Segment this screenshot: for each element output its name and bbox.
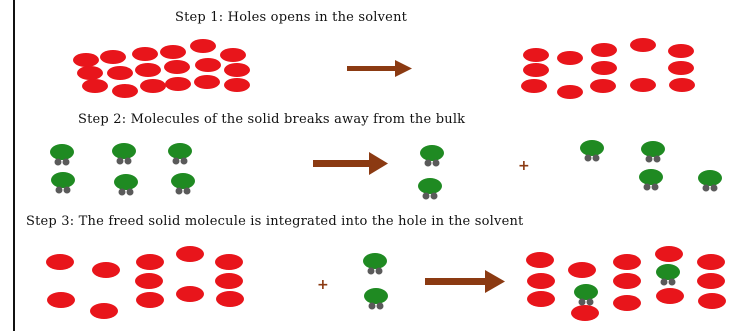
solvent-molecule bbox=[521, 79, 547, 93]
solvent-molecule bbox=[164, 60, 190, 74]
solute-molecule bbox=[112, 143, 136, 165]
step2-freed-molecules bbox=[418, 145, 444, 200]
solute-molecule bbox=[364, 288, 388, 310]
arrow-right-icon bbox=[313, 152, 388, 175]
solute-molecule bbox=[50, 144, 74, 166]
solute-molecule bbox=[363, 253, 387, 275]
left-border bbox=[13, 0, 15, 331]
solute-molecule bbox=[574, 284, 598, 306]
solvent-molecule bbox=[613, 254, 641, 270]
step1-solvent-bulk bbox=[73, 39, 250, 98]
solvent-molecule bbox=[220, 48, 246, 62]
arrow-right-icon bbox=[425, 270, 505, 293]
solvent-molecule bbox=[176, 286, 204, 302]
step2-remaining-bulk bbox=[580, 140, 722, 192]
solvent-molecule bbox=[224, 63, 250, 77]
solvent-molecule bbox=[215, 273, 243, 289]
solute-molecule bbox=[114, 174, 138, 196]
solvent-molecule bbox=[215, 254, 243, 270]
solvent-molecule bbox=[73, 53, 99, 67]
solvent-molecule bbox=[195, 58, 221, 72]
solute-molecule bbox=[641, 141, 665, 163]
solvent-molecule bbox=[613, 295, 641, 311]
solvent-molecule bbox=[216, 291, 244, 307]
plus-icon: + bbox=[518, 158, 530, 174]
solvent-molecule bbox=[568, 262, 596, 278]
solvent-molecule bbox=[591, 61, 617, 75]
solvent-molecule bbox=[697, 273, 725, 289]
solute-molecule bbox=[580, 140, 604, 162]
solvent-molecule bbox=[82, 79, 108, 93]
solvent-molecule bbox=[526, 252, 554, 268]
solvent-molecule bbox=[697, 254, 725, 270]
solvent-molecule bbox=[140, 79, 166, 93]
solvent-molecule bbox=[190, 39, 216, 53]
solvent-molecule bbox=[135, 273, 163, 289]
solvent-molecule bbox=[557, 85, 583, 99]
step3-freed-molecules bbox=[363, 253, 388, 310]
solvent-molecule bbox=[90, 303, 118, 319]
step-2-label: Step 2: Molecules of the solid breaks aw… bbox=[78, 112, 466, 127]
solvent-molecule bbox=[77, 66, 103, 80]
step3-solvent-with-hole bbox=[46, 246, 244, 319]
solvent-molecule bbox=[527, 291, 555, 307]
solvent-molecule bbox=[224, 78, 250, 92]
solvent-molecule bbox=[160, 45, 186, 59]
plus-icon: + bbox=[317, 277, 329, 293]
solvent-molecule bbox=[194, 75, 220, 89]
solvent-molecule bbox=[613, 273, 641, 289]
solute-molecule bbox=[171, 173, 195, 195]
solute-molecule bbox=[168, 143, 192, 165]
solvent-molecule bbox=[176, 246, 204, 262]
step-3-label: Step 3: The freed solid molecule is inte… bbox=[26, 214, 524, 229]
step2-solid-bulk bbox=[50, 143, 195, 196]
solute-molecule bbox=[639, 169, 663, 191]
solvent-molecule bbox=[136, 292, 164, 308]
solvent-molecule bbox=[698, 293, 726, 309]
solvent-molecule bbox=[630, 38, 656, 52]
solvent-molecule bbox=[165, 77, 191, 91]
solvent-molecule bbox=[92, 262, 120, 278]
solvent-molecule bbox=[100, 50, 126, 64]
arrow-right-icon bbox=[347, 60, 412, 77]
solvent-molecule bbox=[571, 305, 599, 321]
solute-molecule bbox=[656, 264, 680, 286]
step1-solvent-with-hole bbox=[521, 38, 695, 99]
solute-molecule bbox=[420, 145, 444, 167]
solvent-molecule bbox=[590, 79, 616, 93]
solvent-molecule bbox=[135, 63, 161, 77]
solvent-molecule bbox=[46, 254, 74, 270]
solute-molecule bbox=[698, 170, 722, 192]
solvent-molecule bbox=[557, 51, 583, 65]
solvent-molecule bbox=[630, 78, 656, 92]
step3-solution bbox=[526, 246, 726, 321]
solvent-molecule bbox=[47, 292, 75, 308]
solvent-molecule bbox=[132, 47, 158, 61]
solvent-molecule bbox=[107, 66, 133, 80]
solute-molecule bbox=[418, 178, 442, 200]
solvent-molecule bbox=[655, 246, 683, 262]
solvent-molecule bbox=[523, 63, 549, 77]
solvent-molecule bbox=[669, 78, 695, 92]
solvent-molecule bbox=[112, 84, 138, 98]
step-1-label: Step 1: Holes opens in the solvent bbox=[175, 10, 408, 25]
solute-molecule bbox=[51, 172, 75, 194]
solvent-molecule bbox=[668, 44, 694, 58]
solvent-molecule bbox=[527, 273, 555, 289]
solvent-molecule bbox=[668, 61, 694, 75]
solvent-molecule bbox=[656, 288, 684, 304]
solvent-molecule bbox=[523, 48, 549, 62]
solvent-molecule bbox=[591, 43, 617, 57]
solvent-molecule bbox=[136, 254, 164, 270]
